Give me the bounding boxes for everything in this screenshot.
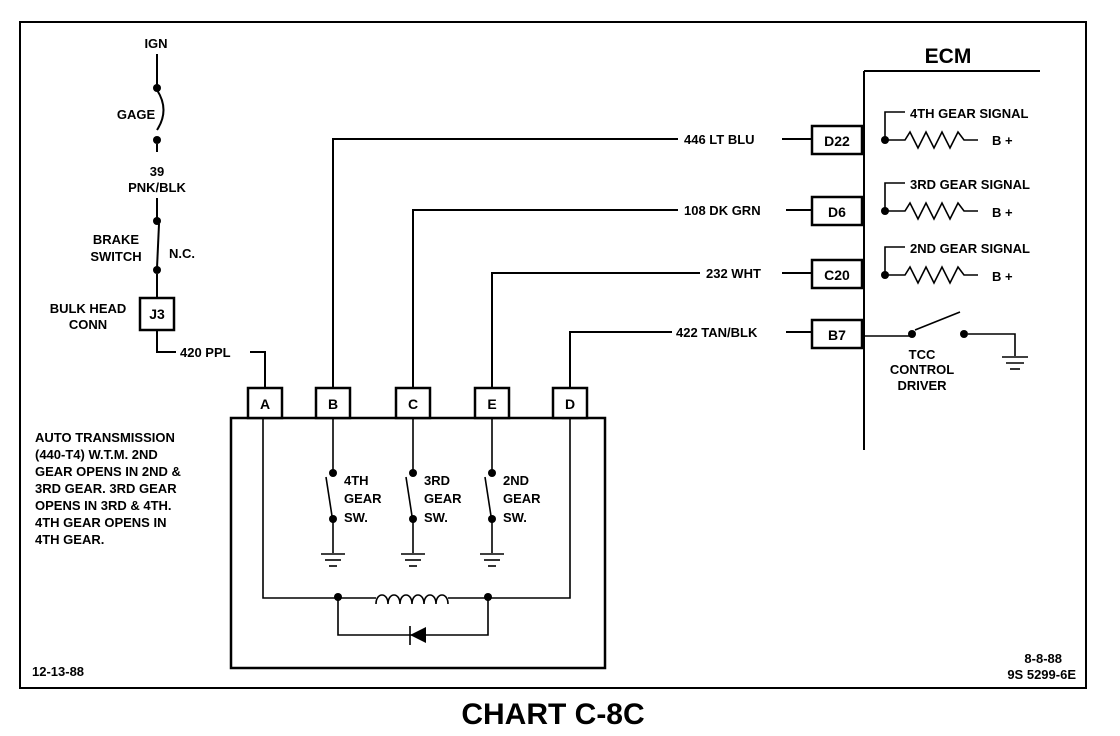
gage-fuse (156, 89, 165, 131)
ground-icon-2nd (480, 553, 504, 567)
pin-d6-label: D6 (828, 204, 846, 220)
transmission-note: AUTO TRANSMISSION (440-T4) W.T.M. 2ND GE… (35, 430, 181, 547)
pin-b7 (810, 318, 864, 350)
brake-switch-blade (156, 223, 160, 269)
tcc-switch-contact-right (960, 330, 968, 338)
normally-closed-label: N.C. (169, 246, 195, 261)
brake-switch-circuit: IGN GAGE 39 PNK/BLK BRAKE SWITCH N.C. J3… (50, 36, 266, 388)
switch-4th-gear: 4TH GEAR SW. (321, 418, 382, 567)
switch-3rd-label-1: 3RD (424, 473, 450, 488)
tcc-switch-contact-left (908, 330, 916, 338)
transmission-assembly: A B C E D 4TH GEAR SW. (229, 386, 607, 670)
switch-2nd-label-3: SW. (503, 510, 527, 525)
ign-label: IGN (144, 36, 167, 51)
wire-39-color: PNK/BLK (128, 180, 186, 195)
note-line-7: 4TH GEAR. (35, 532, 104, 547)
pin-d22 (810, 124, 864, 156)
solenoid-coil (375, 594, 449, 605)
wire-108-label: 108 DK GRN (684, 203, 761, 218)
signal-3rd-gear: 3RD GEAR SIGNAL B + (881, 177, 1030, 221)
wire-420-label: 420 PPL (180, 345, 231, 360)
switch-4th-label-2: GEAR (344, 491, 382, 506)
transmission-housing (229, 416, 607, 670)
wire-446-label: 446 LT BLU (684, 132, 755, 147)
signal-2nd-label: 2ND GEAR SIGNAL (910, 241, 1030, 256)
date-left: 12-13-88 (32, 664, 84, 679)
note-line-2: (440-T4) W.T.M. 2ND (35, 447, 158, 462)
tcc-solenoid (262, 418, 571, 645)
resistor-4th (885, 130, 978, 150)
gage-terminal-bottom (153, 136, 161, 144)
switch-3rd-gear: 3RD GEAR SW. (401, 418, 462, 567)
switch-4th-label-3: SW. (344, 510, 368, 525)
gage-label: GAGE (117, 107, 156, 122)
signal-3rd-label: 3RD GEAR SIGNAL (910, 177, 1030, 192)
signal-4th-label: 4TH GEAR SIGNAL (910, 106, 1029, 121)
switch-2nd-gear: 2ND GEAR SW. (480, 418, 541, 567)
trans-pin-e-label: E (487, 396, 496, 412)
trans-pin-c-label: C (408, 396, 418, 412)
pin-c20-label: C20 (824, 267, 850, 283)
tcc-control-driver: TCC CONTROL DRIVER (864, 311, 1028, 393)
trans-pin-d (551, 386, 589, 420)
wire-232-label: 232 WHT (706, 266, 761, 281)
ecm-wiring: 446 LT BLU D22 108 DK GRN D6 232 WHT C20… (332, 124, 864, 388)
signal-4th-gear: 4TH GEAR SIGNAL B + (881, 106, 1029, 150)
signal-2nd-gear: 2ND GEAR SIGNAL B + (881, 241, 1030, 285)
ecm-label: ECM (925, 45, 972, 68)
date-right: 8-8-88 (1024, 651, 1062, 666)
ground-icon-3rd (401, 553, 425, 567)
wire-39-number: 39 (150, 164, 164, 179)
trans-pin-b-label: B (328, 396, 338, 412)
tcc-label-3: DRIVER (897, 378, 947, 393)
brake-switch-label-2: SWITCH (90, 249, 141, 264)
note-line-1: AUTO TRANSMISSION (35, 430, 175, 445)
j3-label: J3 (149, 306, 165, 322)
pin-c20 (810, 258, 864, 290)
tcc-ground-icon (1002, 356, 1028, 370)
note-line-5: OPENS IN 3RD & 4TH. (35, 498, 172, 513)
pin-d22-label: D22 (824, 133, 850, 149)
ground-icon-4th (321, 553, 345, 567)
tcc-label-1: TCC (909, 347, 936, 362)
switch-4th-label-1: 4TH (344, 473, 369, 488)
note-line-4: 3RD GEAR. 3RD GEAR (35, 481, 177, 496)
note-line-6: 4TH GEAR OPENS IN (35, 515, 166, 530)
note-line-3: GEAR OPENS IN 2ND & (35, 464, 181, 479)
b-plus-2: B + (992, 205, 1013, 220)
bulkhead-label-1: BULK HEAD (50, 301, 127, 316)
resistor-2nd (885, 265, 978, 285)
trans-pin-a (246, 386, 284, 420)
b-plus-1: B + (992, 133, 1013, 148)
diagram-frame (19, 21, 1087, 689)
tcc-switch-blade (914, 311, 961, 331)
diode-icon (409, 626, 426, 645)
wire-422-label: 422 TAN/BLK (676, 325, 758, 340)
switch-2nd-label-1: 2ND (503, 473, 529, 488)
ecm-module: ECM 4TH GEAR SIGNAL B + 3RD GEAR SIGNAL … (863, 45, 1040, 450)
document-number: 9S 5299-6E (1007, 667, 1076, 682)
b-plus-3: B + (992, 269, 1013, 284)
trans-pin-e (473, 386, 511, 420)
pin-b7-label: B7 (828, 327, 846, 343)
switch-3rd-label-2: GEAR (424, 491, 462, 506)
trans-pin-a-label: A (260, 396, 270, 412)
switch-3rd-label-3: SW. (424, 510, 448, 525)
gage-terminal-top (153, 84, 161, 92)
switch-2nd-label-2: GEAR (503, 491, 541, 506)
chart-title: CHART C-8C (461, 698, 644, 731)
brake-switch-label-1: BRAKE (93, 232, 140, 247)
resistor-3rd (885, 201, 978, 221)
tcc-label-2: CONTROL (890, 362, 954, 377)
pin-d6 (810, 195, 864, 227)
brake-switch-contact-top (153, 217, 161, 225)
brake-switch-contact-bottom (153, 266, 161, 274)
bulkhead-label-2: CONN (69, 317, 107, 332)
trans-pin-d-label: D (565, 396, 575, 412)
